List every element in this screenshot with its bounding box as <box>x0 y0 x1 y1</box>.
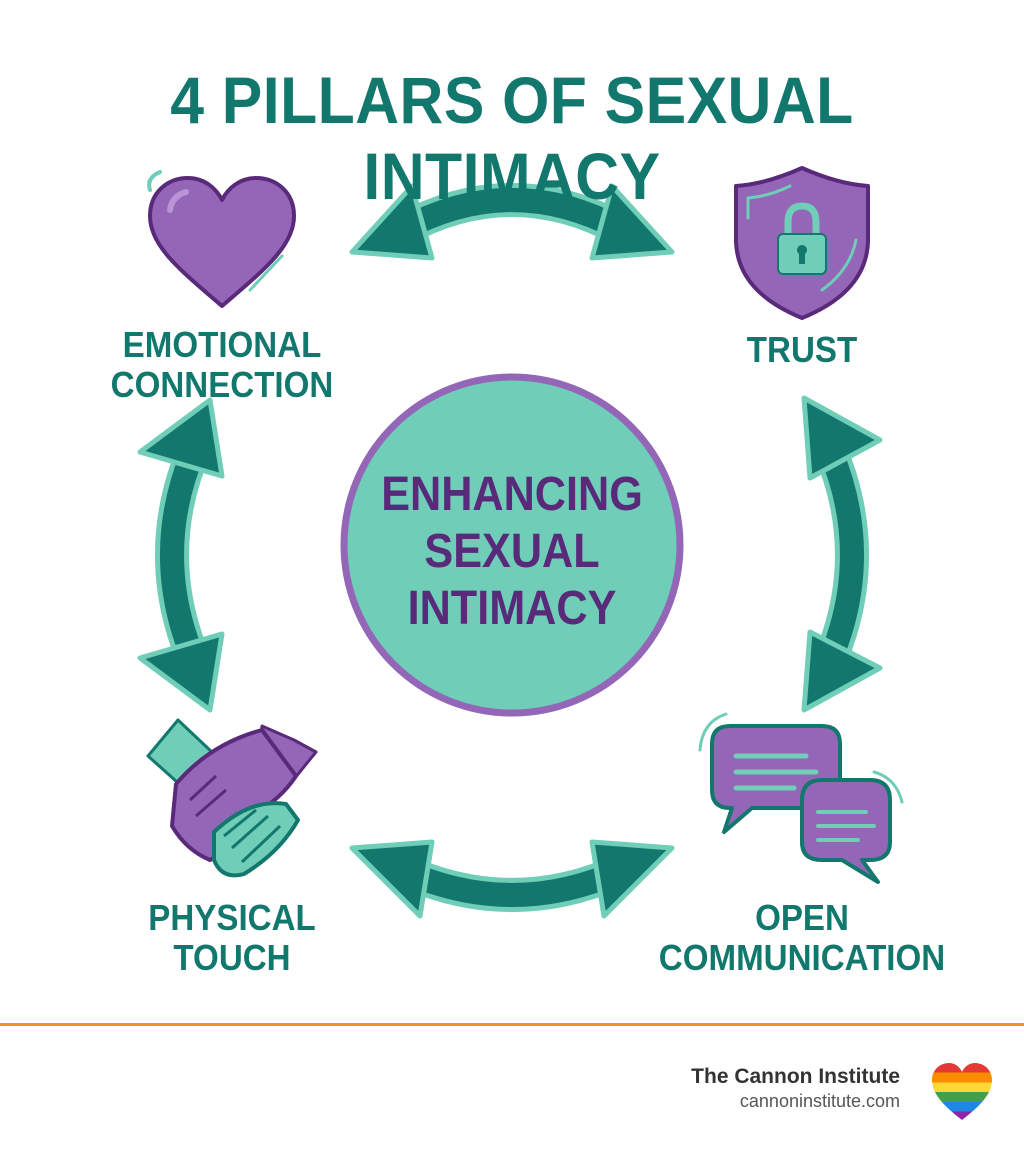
heart-icon <box>147 170 296 308</box>
brand-url[interactable]: cannoninstitute.com <box>739 1091 900 1111</box>
double-arrow-bottom <box>349 839 675 919</box>
center-label: ENHANCING SEXUAL INTIMACY <box>381 468 643 635</box>
pillar-label-trust: TRUST <box>746 329 858 370</box>
pillar-label-open-communication: OPEN COMMUNICATION <box>658 897 946 978</box>
shield-lock-icon <box>734 166 870 320</box>
footer-divider <box>0 1023 1024 1026</box>
holding-hands-icon <box>146 718 318 878</box>
double-arrow-left <box>137 397 225 713</box>
double-arrow-right <box>801 395 883 713</box>
center-circle <box>340 373 684 717</box>
rainbow-heart-icon <box>932 1063 992 1120</box>
pillar-label-physical-touch: PHYSICAL TOUCH <box>148 897 316 978</box>
page-title: 4 PILLARS OF SEXUAL INTIMACY <box>170 63 854 213</box>
double-arrow-top <box>349 183 675 261</box>
speech-bubbles-icon <box>698 712 904 884</box>
brand-name: The Cannon Institute <box>691 1065 900 1088</box>
pillar-label-emotional-connection: EMOTIONAL CONNECTION <box>110 324 334 405</box>
